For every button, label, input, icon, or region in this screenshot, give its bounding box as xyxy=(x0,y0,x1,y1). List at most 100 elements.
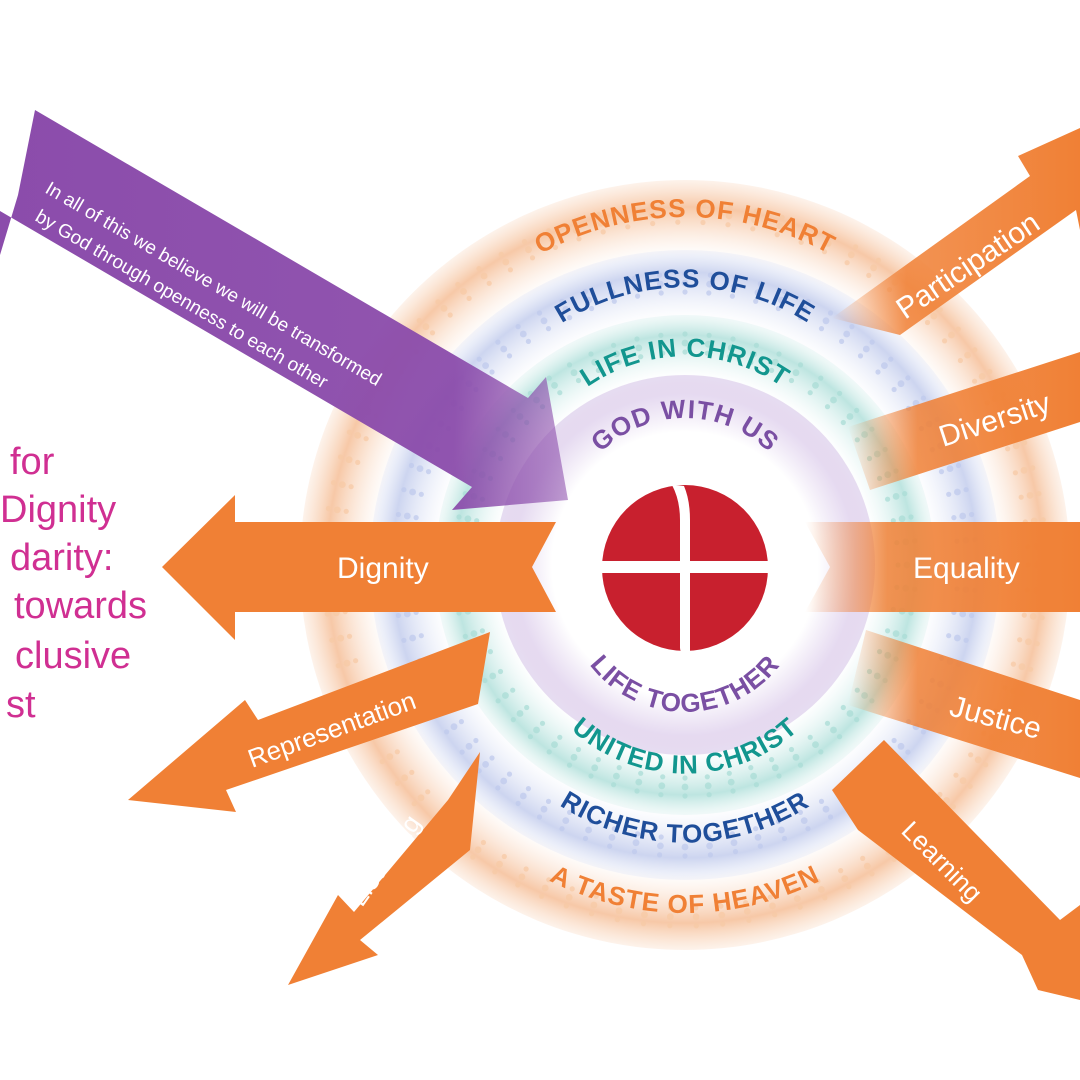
diversity-arrow xyxy=(848,352,1080,490)
decorative-dot xyxy=(450,723,458,731)
decorative-dot xyxy=(565,894,573,901)
decorative-dot xyxy=(776,773,782,779)
decorative-dot xyxy=(812,741,819,748)
decorative-dot xyxy=(533,726,540,734)
decorative-dot xyxy=(792,369,800,377)
decorative-dot xyxy=(418,491,424,497)
decorative-dot xyxy=(954,488,961,496)
decorative-dot xyxy=(418,633,424,639)
decorative-dot xyxy=(897,380,905,388)
decorative-dot xyxy=(337,634,345,642)
decorative-dot xyxy=(869,871,875,877)
decorative-dot xyxy=(824,240,832,247)
decorative-dot xyxy=(611,782,617,788)
decorative-dot xyxy=(658,332,664,338)
decorative-dot xyxy=(771,358,779,366)
decorative-dot xyxy=(930,312,938,320)
decorative-dot xyxy=(815,878,821,884)
decorative-dot xyxy=(541,884,549,892)
decorative-dot xyxy=(943,797,950,804)
decorative-dot xyxy=(411,801,417,807)
decorative-dot xyxy=(885,496,891,502)
decorative-dot xyxy=(658,792,664,798)
decorative-dot xyxy=(589,818,595,825)
decorative-dot xyxy=(774,232,780,238)
decorative-dot xyxy=(727,778,735,786)
decorative-dot xyxy=(727,204,733,210)
decorative-dot xyxy=(569,886,575,892)
decorative-dot xyxy=(464,515,472,523)
decorative-dot xyxy=(408,462,415,469)
decorative-dot xyxy=(622,214,630,222)
decorative-dot xyxy=(559,826,565,832)
decorative-dot xyxy=(812,382,819,389)
decorative-dot xyxy=(510,687,516,693)
decorative-dot xyxy=(354,432,362,439)
decorative-dot xyxy=(822,805,830,813)
decorative-dot xyxy=(480,839,486,846)
decorative-dot xyxy=(588,773,594,779)
decorative-dot xyxy=(754,289,762,296)
decorative-dot xyxy=(843,330,851,338)
decorative-dot xyxy=(837,734,843,740)
decorative-dot xyxy=(818,886,825,893)
decorative-dot xyxy=(730,788,736,794)
decorative-dot xyxy=(660,774,666,780)
decorative-dot xyxy=(908,514,914,520)
decorative-dot xyxy=(862,345,870,353)
decorative-dot xyxy=(425,789,431,795)
decorative-dot xyxy=(346,429,352,435)
decorative-dot xyxy=(704,782,712,790)
decorative-dot xyxy=(946,465,954,472)
decorative-dot xyxy=(769,902,776,910)
decorative-dot xyxy=(866,272,872,278)
decorative-dot xyxy=(807,390,813,396)
decorative-dot xyxy=(818,749,824,755)
decorative-dot xyxy=(638,770,644,776)
decorative-dot xyxy=(779,214,785,220)
decorative-dot xyxy=(480,272,488,280)
decorative-dot xyxy=(395,511,401,518)
equality-label: Equality xyxy=(913,552,1020,585)
decorative-dot xyxy=(353,658,359,664)
decorative-dot xyxy=(648,211,656,219)
decorative-dot xyxy=(920,729,927,735)
decorative-dot xyxy=(616,765,622,771)
decorative-dot xyxy=(1026,492,1034,499)
decorative-dot xyxy=(730,839,738,847)
decorative-dot xyxy=(570,219,577,225)
decorative-dot xyxy=(830,726,837,734)
decorative-dot xyxy=(456,514,462,520)
decorative-dot xyxy=(409,634,416,642)
decorative-dot xyxy=(959,512,967,520)
decorative-dot xyxy=(575,377,582,384)
decorative-dot xyxy=(706,332,712,338)
decorative-dot xyxy=(788,746,795,753)
decorative-dot xyxy=(753,342,760,348)
decorative-dot xyxy=(559,298,565,304)
decorative-dot xyxy=(729,831,736,837)
decorative-dot xyxy=(829,232,835,238)
decorative-dot xyxy=(650,220,656,227)
decorative-dot xyxy=(892,630,900,637)
decorative-dot xyxy=(729,293,736,299)
decorative-dot xyxy=(462,633,468,640)
decorative-dot xyxy=(614,917,621,923)
decorative-dot xyxy=(615,907,623,915)
decorative-dot xyxy=(525,338,532,344)
decorative-dot xyxy=(892,493,900,500)
decorative-dot xyxy=(753,826,759,832)
decorative-dot xyxy=(674,209,681,217)
decorative-dot xyxy=(470,630,478,637)
participation-arrow xyxy=(832,128,1080,335)
decorative-dot xyxy=(769,757,775,763)
decorative-dot xyxy=(379,759,385,765)
decorative-dot xyxy=(891,737,897,744)
decorative-dot xyxy=(613,772,620,780)
decorative-dot xyxy=(401,774,408,782)
decorative-dot xyxy=(769,367,775,373)
decorative-dot xyxy=(545,326,552,332)
decorative-dot xyxy=(800,230,808,238)
decorative-dot xyxy=(348,484,354,490)
decorative-dot xyxy=(403,610,411,618)
